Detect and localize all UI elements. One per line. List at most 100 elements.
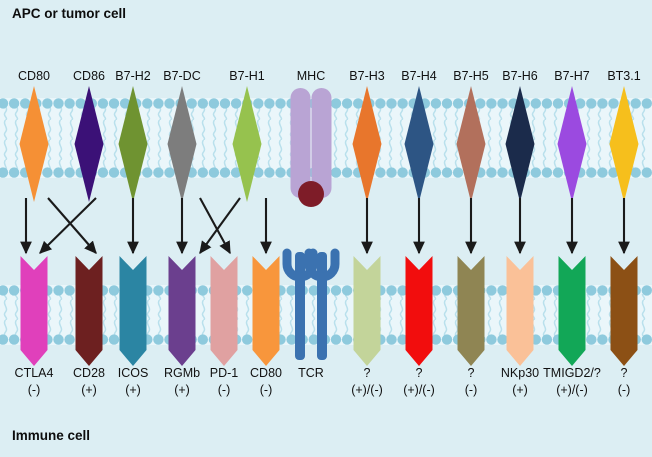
receptor-ctla4 bbox=[20, 256, 48, 366]
receptor-signal-icos: (+) bbox=[125, 383, 141, 397]
immune-membrane-head-outer bbox=[8, 285, 20, 296]
apc-membrane-head-outer bbox=[541, 98, 553, 109]
apc-membrane-head-inner bbox=[230, 167, 242, 178]
apc-membrane-head-inner bbox=[641, 167, 652, 178]
receptor-nkp30 bbox=[506, 256, 534, 366]
apc-membrane-head-outer bbox=[530, 98, 541, 109]
receptor-tmigd2 bbox=[558, 256, 586, 366]
apc-membrane-head-outer bbox=[586, 98, 597, 109]
immune-cell-heading: Immune cell bbox=[12, 428, 90, 443]
receptor-label-pd-1: PD-1 bbox=[210, 366, 239, 380]
apc-membrane-head-outer bbox=[153, 98, 164, 109]
apc-membrane-head-outer bbox=[119, 98, 131, 109]
receptor-signal-rgmb: (+) bbox=[174, 383, 190, 397]
apc-cell-heading: APC or tumor cell bbox=[12, 6, 126, 21]
apc-membrane-head-inner bbox=[597, 167, 608, 178]
apc-membrane-head-inner bbox=[97, 167, 109, 178]
ligand-cd80 bbox=[19, 86, 49, 202]
immune-membrane-head-outer bbox=[53, 285, 64, 296]
apc-membrane-head-outer bbox=[641, 98, 652, 109]
apc-membrane-head-inner bbox=[0, 167, 9, 178]
ligand-label-bt3-1: BT3.1 bbox=[607, 69, 640, 83]
ligand-bt3-1 bbox=[609, 86, 639, 202]
immune-membrane-head-inner bbox=[308, 334, 319, 345]
immune-membrane-head-outer bbox=[197, 285, 208, 296]
apc-membrane-head-inner bbox=[375, 167, 386, 178]
ligand-label-cd80: CD80 bbox=[18, 69, 50, 83]
apc-membrane-head-outer bbox=[230, 98, 242, 109]
apc-membrane-head-outer bbox=[552, 98, 564, 109]
immune-membrane-head-inner bbox=[541, 334, 553, 345]
receptor-signal-nkp30: (+) bbox=[512, 383, 528, 397]
receptor-label-nkp30: NKp30 bbox=[501, 366, 539, 380]
immune-membrane-head-inner bbox=[153, 334, 164, 345]
receptor-icos bbox=[119, 256, 147, 366]
receptor-label-cd28: CD28 bbox=[73, 366, 105, 380]
apc-membrane-head-outer bbox=[630, 98, 641, 109]
apc-membrane-head-inner bbox=[386, 167, 397, 178]
ligand-label-b7-h4: B7-H4 bbox=[401, 69, 436, 83]
ligand-label-b7-h5: B7-H5 bbox=[453, 69, 488, 83]
immune-membrane-head-inner bbox=[486, 334, 497, 345]
ligand-b7-dc bbox=[167, 86, 197, 202]
apc-membrane-head-inner bbox=[197, 167, 208, 178]
apc-membrane-head-outer bbox=[186, 98, 197, 109]
receptor-signal-: (-) bbox=[465, 383, 478, 397]
immune-membrane-head-inner bbox=[641, 334, 652, 345]
apc-membrane-head-outer bbox=[42, 98, 53, 109]
apc-membrane-head-outer bbox=[164, 98, 175, 109]
apc-membrane-head-inner bbox=[53, 167, 64, 178]
receptor-rgmb bbox=[168, 256, 196, 366]
apc-membrane-head-outer bbox=[441, 98, 453, 109]
tcr-hook-2 bbox=[304, 248, 340, 282]
receptor-signal-: (+)/(-) bbox=[351, 383, 383, 397]
tcr-stalk-1 bbox=[295, 252, 305, 360]
ligand-mhc bbox=[290, 88, 332, 207]
immune-membrane-head-inner bbox=[330, 334, 342, 345]
ligand-label-b7-h2: B7-H2 bbox=[115, 69, 150, 83]
interaction-arrow-7 bbox=[199, 197, 241, 255]
apc-membrane-head-inner bbox=[486, 167, 497, 178]
apc-membrane-head-inner bbox=[253, 167, 264, 178]
apc-membrane-head-outer bbox=[475, 98, 486, 109]
apc-membrane-head-outer bbox=[575, 98, 586, 109]
tcr-stalk-2 bbox=[317, 252, 327, 360]
immune-membrane-head-outer bbox=[308, 285, 319, 296]
apc-membrane-head-inner bbox=[397, 167, 408, 178]
apc-membrane-head-outer bbox=[275, 98, 286, 109]
immune-membrane-head-outer bbox=[153, 285, 164, 296]
ligand-label-b7-h1: B7-H1 bbox=[229, 69, 264, 83]
immune-membrane-head-inner bbox=[242, 334, 253, 345]
apc-membrane-head-inner bbox=[441, 167, 453, 178]
receptor-label-tcr: TCR bbox=[298, 366, 324, 380]
receptor-label-tmigd2: TMIGD2/? bbox=[543, 366, 601, 380]
apc-membrane-head-outer bbox=[341, 98, 353, 109]
immune-membrane-head-inner bbox=[341, 334, 353, 345]
interaction-arrow-layer bbox=[20, 197, 630, 255]
immune-membrane-head-outer bbox=[641, 285, 652, 296]
apc-membrane-head-outer bbox=[53, 98, 64, 109]
receptor-cd28 bbox=[75, 256, 103, 366]
receptor-label-cd80: CD80 bbox=[250, 366, 282, 380]
mhc-peptide bbox=[298, 181, 324, 207]
immune-membrane-head-inner bbox=[386, 334, 397, 345]
interaction-arrow-3 bbox=[39, 197, 97, 254]
immune-membrane-head-inner bbox=[497, 334, 508, 345]
apc-membrane-head-outer bbox=[197, 98, 208, 109]
immune-membrane-head-outer bbox=[397, 285, 408, 296]
apc-membrane-head-outer bbox=[0, 98, 9, 109]
immune-membrane-head-outer bbox=[0, 285, 9, 296]
apc-membrane-head-inner bbox=[264, 167, 275, 178]
immune-membrane-head-outer bbox=[541, 285, 553, 296]
receptor- bbox=[610, 256, 638, 366]
immune-membrane-head-outer bbox=[586, 285, 597, 296]
apc-membrane-head-outer bbox=[397, 98, 408, 109]
apc-membrane-head-inner bbox=[42, 167, 53, 178]
apc-membrane-head-inner bbox=[208, 167, 220, 178]
apc-membrane-head-outer bbox=[97, 98, 109, 109]
immune-membrane-head-inner bbox=[397, 334, 408, 345]
receptor-layer bbox=[20, 248, 638, 366]
